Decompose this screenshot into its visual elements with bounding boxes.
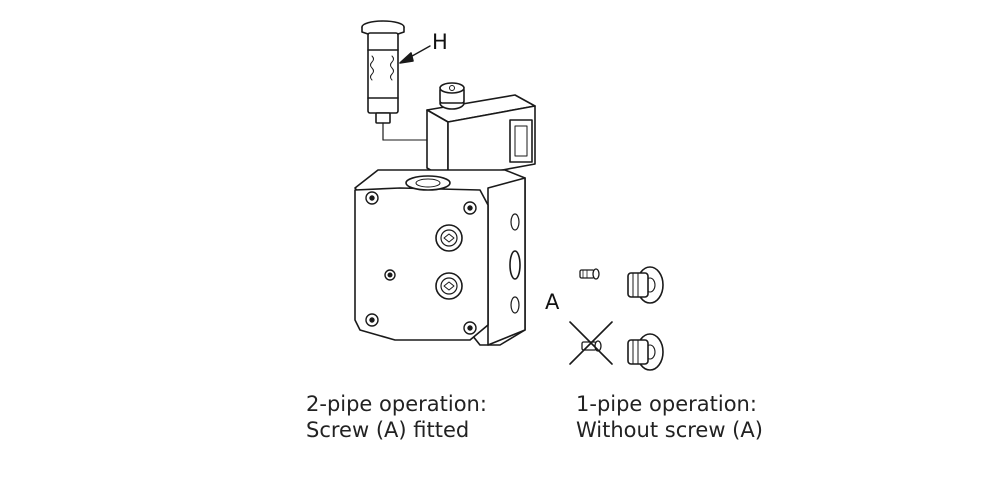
cartridge-h — [361, 20, 431, 177]
caption-one-pipe-title: 1-pipe operation: — [576, 392, 757, 416]
plug-upper-icon — [627, 266, 664, 304]
arrow-h — [399, 45, 431, 64]
cover-plug-lower — [435, 272, 463, 300]
cover-plug-upper — [435, 224, 463, 252]
screw-a-icon — [579, 268, 600, 280]
caption-one-pipe-detail: Without screw (A) — [576, 418, 763, 442]
screw-a-removed-icon — [569, 321, 613, 365]
cover-bolts — [365, 191, 477, 335]
label-h: H — [432, 30, 448, 54]
label-a: A — [545, 290, 560, 314]
caption-two-pipe-detail: Screw (A) fitted — [306, 418, 470, 442]
pump-body — [354, 169, 526, 346]
caption-two-pipe-title: 2-pipe operation: — [306, 392, 487, 416]
plug-lower-icon — [627, 333, 664, 371]
solenoid-coil — [426, 82, 536, 181]
